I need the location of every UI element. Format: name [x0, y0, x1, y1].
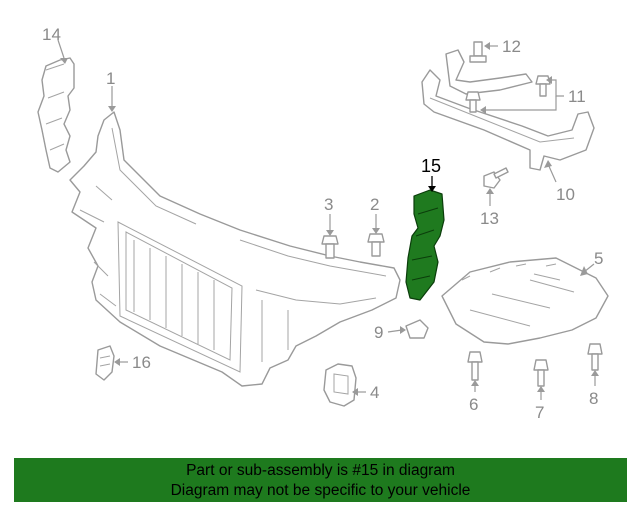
notice-line-1: Part or sub-assembly is #15 in diagram	[186, 462, 455, 479]
part-3-bolt[interactable]	[321, 235, 339, 259]
part-1-radiator-support[interactable]	[69, 111, 401, 387]
part-7-bolt[interactable]	[533, 359, 549, 387]
callout-5: 5	[594, 249, 603, 268]
callout-7: 7	[535, 403, 544, 422]
callout-8: 8	[589, 389, 598, 408]
part-16-clip[interactable]	[95, 345, 115, 381]
callout-13: 13	[480, 209, 499, 228]
part-4-bracket[interactable]	[323, 363, 357, 407]
part-6-bolt[interactable]	[467, 351, 483, 381]
fitment-notice-banner: Part or sub-assembly is #15 in diagram D…	[14, 458, 627, 502]
callout-4: 4	[370, 383, 379, 402]
callout-12: 12	[502, 37, 521, 56]
part-9-clip[interactable]	[405, 319, 429, 339]
callout-14: 14	[42, 25, 61, 44]
callout-16: 16	[132, 353, 151, 372]
callout-3: 3	[324, 195, 333, 214]
part-2-bolt[interactable]	[367, 233, 385, 257]
part-13-bolt[interactable]	[483, 167, 509, 189]
callout-2: 2	[370, 195, 379, 214]
leader-lines	[57, 39, 599, 400]
callout-9: 9	[374, 323, 383, 342]
part-5-splash-shield[interactable]	[441, 257, 609, 345]
part-8-bolt[interactable]	[587, 343, 603, 371]
callout-15: 15	[421, 156, 441, 176]
callout-1: 1	[106, 69, 115, 88]
parts-diagram: 14 1 3 2 4 5 6 7 8 9 10 11 12 13 15 16	[37, 25, 609, 422]
part-11-bolts[interactable]	[465, 75, 551, 113]
part-10-brace[interactable]	[421, 49, 595, 171]
notice-line-2: Diagram may not be specific to your vehi…	[170, 482, 471, 499]
callout-6: 6	[469, 395, 478, 414]
part-12-bolt[interactable]	[469, 41, 487, 63]
part-14-bracket[interactable]	[37, 57, 75, 173]
callout-11: 11	[568, 87, 586, 106]
callout-10: 10	[556, 185, 575, 204]
part-15-air-deflector-highlighted[interactable]	[405, 189, 445, 301]
callout-labels: 14 1 3 2 4 5 6 7 8 9 10 11 12 13 15 16	[42, 25, 603, 422]
